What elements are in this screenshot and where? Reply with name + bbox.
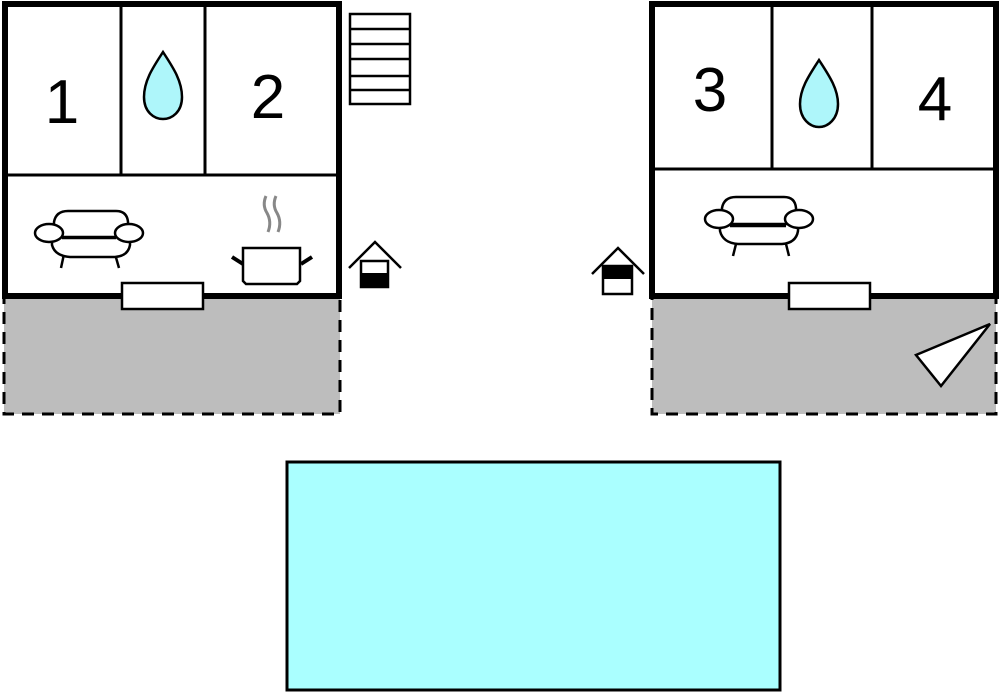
room-3-label: 3 <box>693 56 727 125</box>
sofa-icon <box>33 209 145 269</box>
entrance-house-icon-left <box>348 240 402 289</box>
building-left: 1 2 <box>2 1 342 311</box>
sofa-icon <box>703 195 815 257</box>
entrance-house-icon-right <box>591 246 645 296</box>
terrace-left <box>2 294 342 416</box>
pool <box>285 460 782 692</box>
room-1-label: 1 <box>45 68 79 137</box>
door-right <box>787 281 872 311</box>
room-2-label: 2 <box>251 63 285 132</box>
bathroom-drop-icon <box>142 49 184 121</box>
terrace-triangle-icon <box>913 322 991 389</box>
room-4-label: 4 <box>918 65 952 134</box>
door-left <box>120 281 205 311</box>
stairs-icon <box>348 12 412 106</box>
bathroom-drop-icon <box>798 57 840 129</box>
kitchen-pot-icon <box>230 195 314 286</box>
building-right: 3 4 <box>649 1 999 311</box>
